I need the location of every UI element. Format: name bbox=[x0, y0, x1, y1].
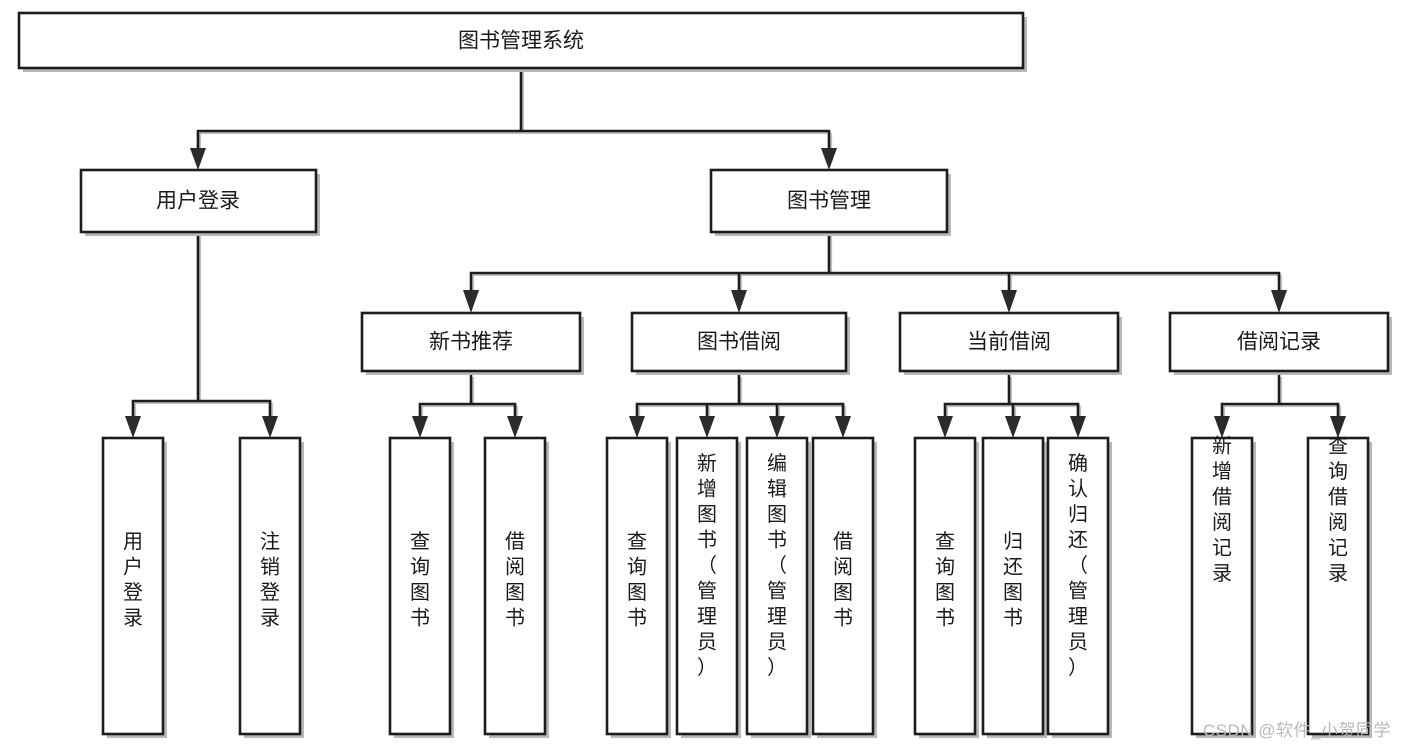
watermark-text: CSDN @软件_小贺同学 bbox=[1202, 721, 1391, 740]
node-new-book-recommend[interactable]: 新书推荐 bbox=[360, 311, 584, 375]
node-leaf-user-login-label: 用户登录 bbox=[123, 531, 143, 630]
node-borrow-record[interactable]: 借阅记录 bbox=[1168, 311, 1392, 375]
node-leaf-query-book-2-label: 查询图书 bbox=[627, 530, 647, 630]
edge-borrowrecord-to-leaves bbox=[1214, 373, 1346, 438]
node-book-management[interactable]: 图书管理 bbox=[709, 168, 951, 236]
node-leaf-confirm-return-label: 确认归还（管理员） bbox=[1068, 452, 1088, 679]
node-leaf-query-book-3[interactable]: 查询图书 bbox=[913, 436, 979, 738]
node-book-management-label: 图书管理 bbox=[787, 190, 871, 213]
node-leaf-user-login[interactable]: 用户登录 bbox=[101, 436, 167, 738]
node-leaf-query-record[interactable]: 查询借阅记录 bbox=[1306, 434, 1372, 738]
edge-root-to-level2 bbox=[190, 66, 837, 170]
node-leaf-query-book-1-label: 查询图书 bbox=[410, 530, 430, 630]
node-new-book-recommend-label: 新书推荐 bbox=[429, 331, 513, 354]
node-user-login-label: 用户登录 bbox=[156, 190, 240, 213]
node-current-borrow-label: 当前借阅 bbox=[967, 331, 1051, 354]
node-leaf-edit-book-label: 编辑图书（管理员） bbox=[767, 452, 787, 679]
node-root[interactable]: 图书管理系统 bbox=[17, 11, 1027, 72]
edge-bookmgmt-to-level3 bbox=[463, 230, 1287, 313]
node-borrow-record-label: 借阅记录 bbox=[1237, 331, 1321, 354]
node-leaf-borrow-book-1[interactable]: 借阅图书 bbox=[483, 436, 549, 738]
edge-bookborrow-to-leaves bbox=[629, 373, 851, 438]
node-leaf-return-book[interactable]: 归还图书 bbox=[981, 436, 1047, 738]
node-current-borrow[interactable]: 当前借阅 bbox=[898, 311, 1122, 375]
node-leaf-query-record-label: 查询借阅记录 bbox=[1328, 434, 1348, 585]
node-leaf-add-book[interactable]: 新增图书（管理员） bbox=[675, 436, 741, 738]
node-leaf-query-book-2[interactable]: 查询图书 bbox=[605, 436, 671, 738]
node-leaf-logout-login-label: 注销登录 bbox=[260, 530, 280, 630]
node-leaf-confirm-return[interactable]: 确认归还（管理员） bbox=[1046, 436, 1112, 738]
node-leaf-borrow-book-1-label: 借阅图书 bbox=[505, 530, 525, 630]
node-leaf-add-book-label: 新增图书（管理员） bbox=[697, 452, 717, 679]
edge-userlogin-to-leaves bbox=[125, 230, 278, 438]
node-book-borrow-label: 图书借阅 bbox=[697, 331, 781, 354]
node-leaf-query-book-1[interactable]: 查询图书 bbox=[388, 436, 454, 738]
node-user-login[interactable]: 用户登录 bbox=[79, 168, 320, 236]
node-book-borrow[interactable]: 图书借阅 bbox=[630, 311, 850, 375]
edge-currentborrow-to-leaves bbox=[937, 373, 1086, 438]
node-leaf-add-record[interactable]: 新增借阅记录 bbox=[1190, 434, 1256, 738]
node-leaf-borrow-book-2[interactable]: 借阅图书 bbox=[811, 436, 877, 738]
node-leaf-add-record-label: 新增借阅记录 bbox=[1212, 434, 1232, 585]
node-leaf-query-book-3-label: 查询图书 bbox=[935, 530, 955, 630]
node-leaf-borrow-book-2-label: 借阅图书 bbox=[833, 530, 853, 630]
node-leaf-edit-book[interactable]: 编辑图书（管理员） bbox=[745, 436, 811, 738]
node-root-label: 图书管理系统 bbox=[458, 30, 584, 53]
node-leaf-logout-login[interactable]: 注销登录 bbox=[238, 436, 304, 738]
node-leaf-return-book-label: 归还图书 bbox=[1003, 530, 1023, 630]
edge-newbook-to-leaves bbox=[412, 373, 523, 438]
connector-layer bbox=[125, 66, 1346, 438]
